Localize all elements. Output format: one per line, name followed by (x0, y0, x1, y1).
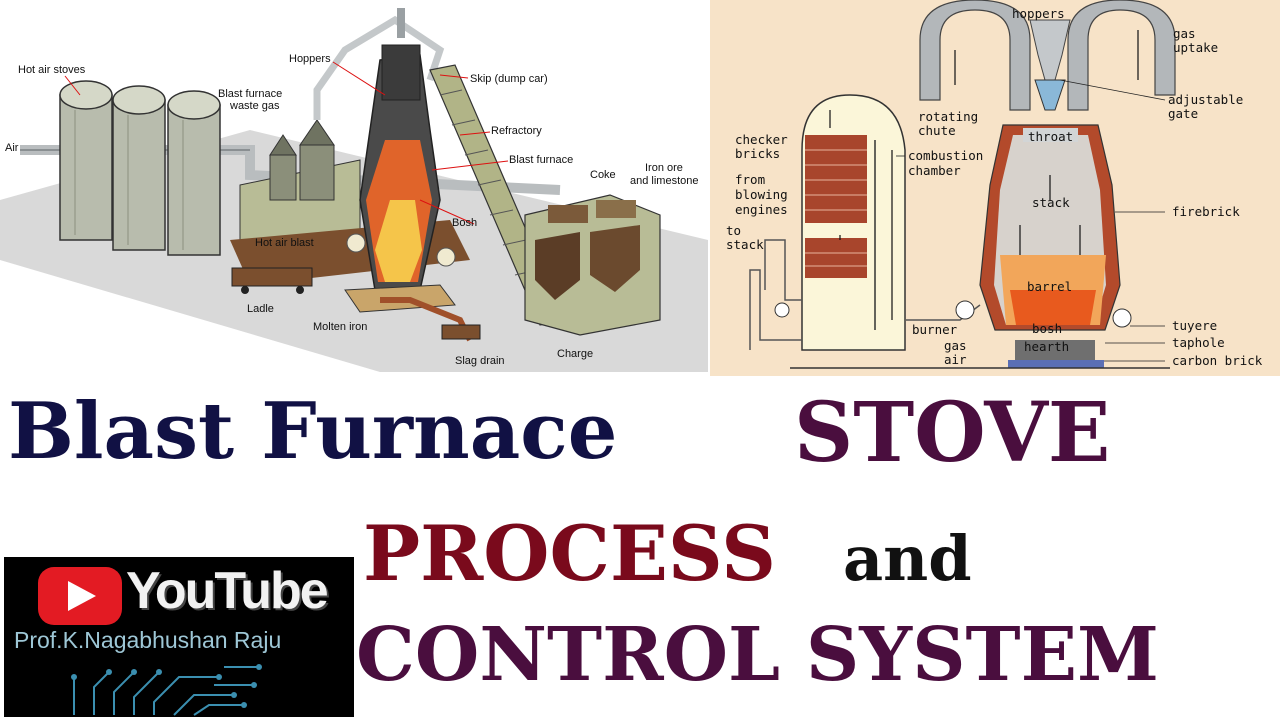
label-hoppers: hoppers (1012, 6, 1065, 21)
title-blast-furnace: Blast Furnace (8, 386, 618, 477)
label-coke: Coke (590, 169, 616, 181)
label-skip: Skip (dump car) (470, 73, 548, 85)
label-waste-gas-1: Blast furnace (218, 88, 282, 100)
label-hot-air-blast: Hot air blast (255, 237, 314, 249)
label-gas-uptake-2: uptake (1173, 40, 1218, 55)
label-gas-uptake-1: gas (1173, 26, 1196, 41)
label-gas: gas (944, 338, 967, 353)
label-bosh: Bosh (452, 217, 477, 229)
label-hearth: hearth (1024, 339, 1069, 354)
label-checker-bricks-1: checker (735, 132, 788, 147)
youtube-wordmark: YouTube (126, 562, 329, 620)
label-stack: stack (1032, 195, 1070, 210)
label-carbon-brick: carbon brick (1172, 353, 1263, 368)
blast-furnace-stove-cross-section: hoppers gas uptake adjustable gate rotat… (710, 0, 1280, 376)
title-and: and (843, 522, 972, 595)
title-control-system: CONTROL SYSTEM (356, 612, 1159, 698)
label-iron-ore-2: and limestone (630, 175, 699, 187)
label-throat: throat (1028, 129, 1073, 144)
label-bosh: bosh (1032, 321, 1062, 336)
label-from-blowing-1: from (735, 172, 765, 187)
label-iron-ore-1: Iron ore (645, 162, 683, 174)
label-slag-drain: Slag drain (455, 355, 505, 367)
label-air: Air (5, 142, 19, 154)
hot-air-stoves (59, 80, 221, 256)
label-adjustable-gate-2: gate (1168, 106, 1198, 121)
label-blast-furnace: Blast furnace (509, 154, 573, 166)
label-molten-iron: Molten iron (313, 321, 367, 333)
label-from-blowing-2: blowing (735, 187, 788, 202)
label-waste-gas-2: waste gas (229, 100, 280, 112)
blast-furnace-plant-illustration: Hot air stoves Air Blast furnace waste g… (0, 8, 708, 372)
label-charge: Charge (557, 348, 593, 360)
label-combustion-chamber-2: chamber (908, 163, 961, 178)
label-taphole: taphole (1172, 335, 1225, 350)
label-burner: burner (912, 322, 958, 337)
label-to-stack-2: stack (726, 237, 764, 252)
label-tuyere: tuyere (1172, 318, 1217, 333)
label-combustion-chamber-1: combustion (908, 148, 983, 163)
youtube-play-icon (38, 567, 122, 625)
label-ladle: Ladle (247, 303, 274, 315)
label-hot-air-stoves: Hot air stoves (18, 64, 86, 76)
label-air: air (944, 352, 967, 367)
ladle-car (231, 267, 313, 287)
blast-furnace-body (359, 44, 441, 291)
furnace-cross-section (979, 124, 1121, 368)
label-hoppers: Hoppers (289, 53, 331, 65)
label-from-blowing-3: engines (735, 202, 788, 217)
channel-name: Prof.K.Nagabhushan Raju (14, 627, 282, 653)
label-adjustable-gate-1: adjustable (1168, 92, 1243, 107)
label-refractory: Refractory (491, 125, 542, 137)
youtube-channel-badge: YouTube Prof.K.Nagabhushan Raju (4, 557, 354, 717)
circuit-decoration (71, 664, 262, 716)
title-process: PROCESS (363, 509, 777, 598)
label-rotating-chute-2: chute (918, 123, 956, 138)
title-stove: STOVE (794, 385, 1111, 481)
hot-blast-stove (801, 94, 906, 351)
label-firebrick: firebrick (1172, 204, 1240, 219)
gas-uptake (919, 0, 1176, 111)
label-barrel: barrel (1027, 279, 1072, 294)
label-checker-bricks-2: bricks (735, 146, 780, 161)
label-to-stack-1: to (726, 223, 741, 238)
label-rotating-chute-1: rotating (918, 109, 978, 124)
